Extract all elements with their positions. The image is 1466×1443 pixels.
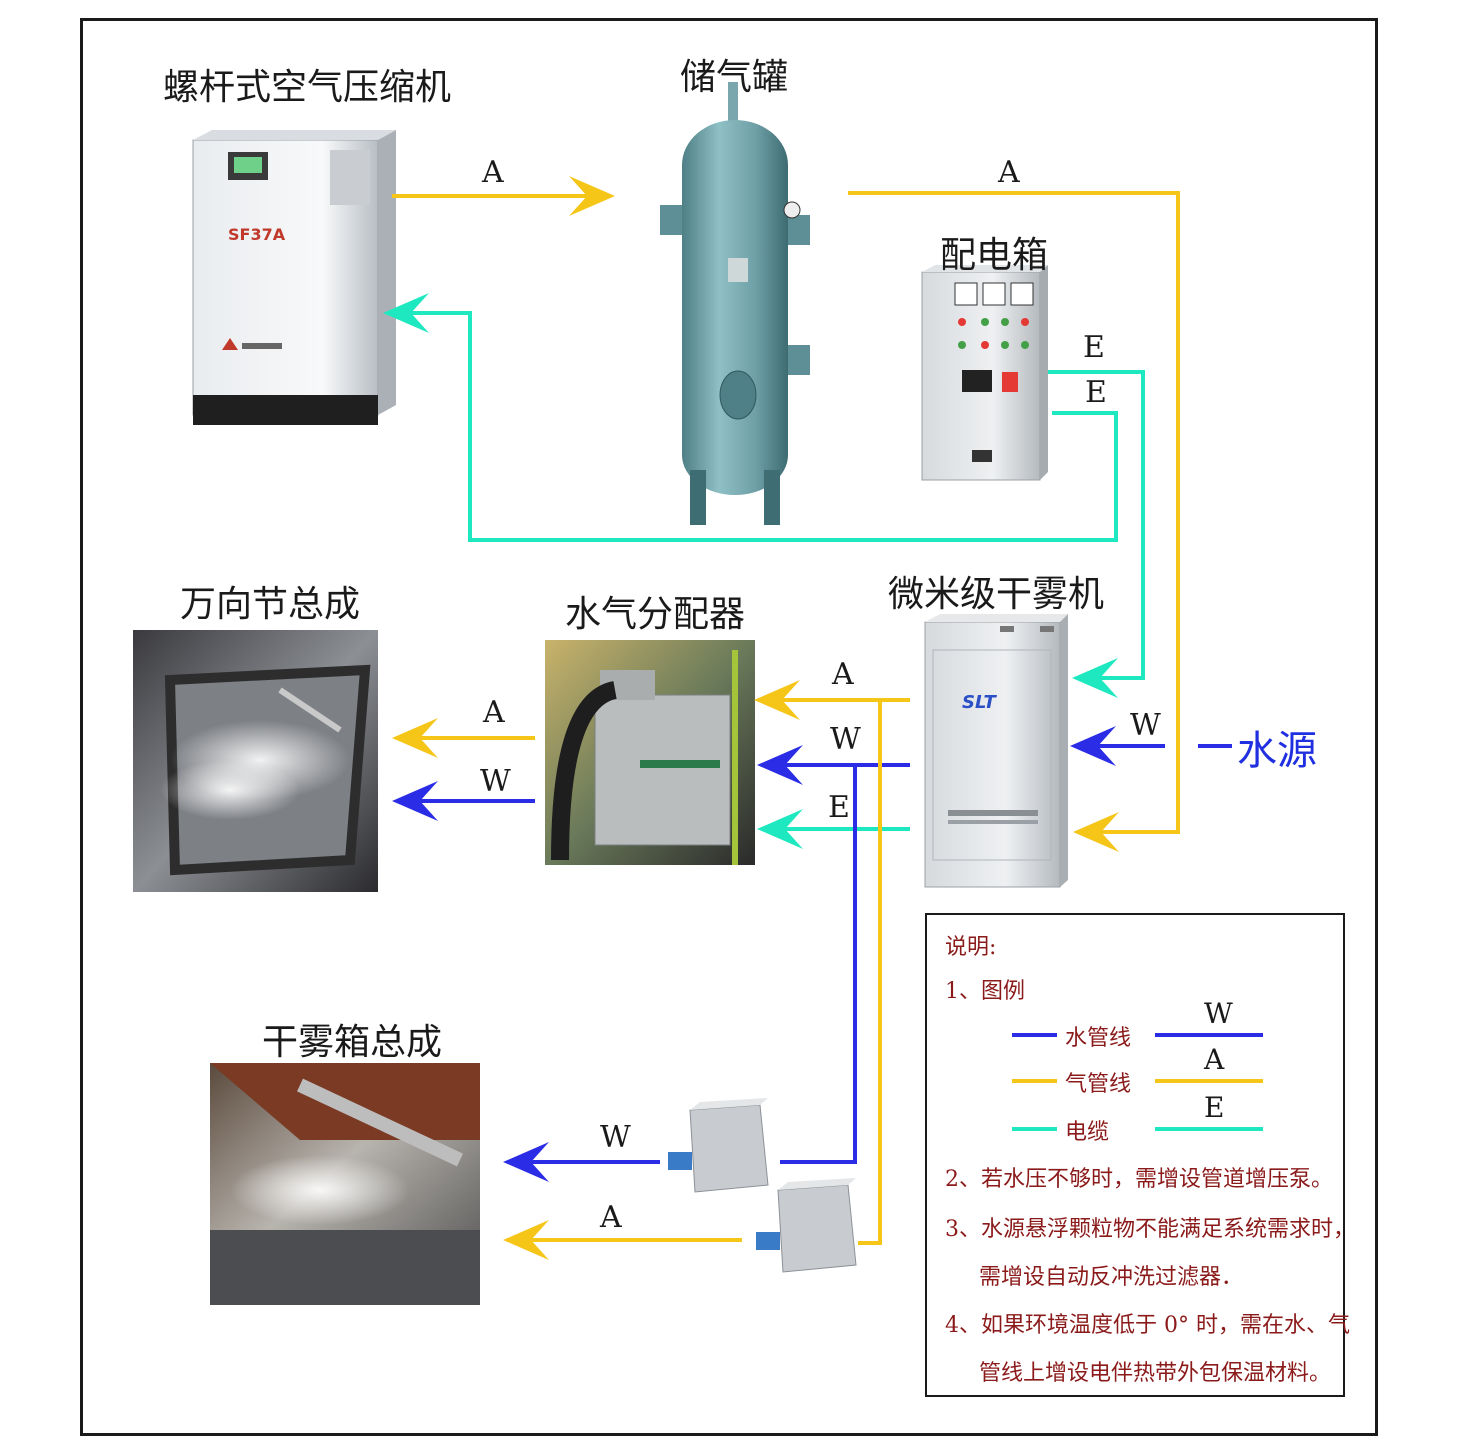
legend-air-swatch-left — [1012, 1079, 1057, 1083]
legend-air-text: 气管线 — [1065, 1072, 1132, 1097]
label-cable-upper: E — [1083, 330, 1105, 365]
fog-box-title: 干雾箱总成 — [262, 1022, 443, 1063]
legend-box: 说明: 1、图例 水管线 W 气管线 A 电缆 E 2、若水压不够时，需增设管道… — [925, 913, 1355, 1397]
distributor-photo — [545, 640, 755, 865]
legend-water-text: 水管线 — [1065, 1026, 1132, 1051]
power-box-title: 配电箱 — [940, 235, 1049, 276]
arrow-air-into-joint — [392, 718, 438, 758]
label-water-source: W — [1130, 708, 1161, 743]
fog-machine-illustration: SLT — [924, 614, 1068, 888]
arrow-air-into-fogbox — [503, 1220, 549, 1260]
pipe-air-branch-down — [858, 700, 882, 1245]
legend-note4a: 4、如果环境温度低于 0° 时，需在水、气 — [945, 1313, 1350, 1338]
legend-item1: 1、图例 — [945, 979, 1025, 1004]
arrow-cable-into-distributor — [757, 809, 803, 849]
label-water-joint: W — [480, 764, 511, 799]
label-cable-lower: E — [1085, 375, 1107, 410]
legend-note2: 2、若水压不够时，需增设管道增压泵。 — [945, 1167, 1333, 1192]
fog-machine-title: 微米级干雾机 — [888, 574, 1105, 615]
legend-water-letter: W — [1204, 997, 1233, 1030]
arrow-air-into-distributor — [754, 680, 800, 720]
tank-title: 储气罐 — [680, 57, 789, 98]
joint-title: 万向节总成 — [180, 584, 361, 625]
joint-photo — [133, 630, 378, 892]
label-air-distributor: A — [832, 657, 854, 692]
legend-note4b: 管线上增设电伴热带外包保温材料。 — [979, 1361, 1332, 1386]
outer-frame — [80, 18, 1378, 1436]
legend-cable-letter: E — [1204, 1091, 1225, 1124]
fog-box-photo — [210, 1063, 480, 1305]
svg-text:SF37A: SF37A — [228, 225, 286, 244]
pipe-cable-power-to-fog-machine — [1048, 370, 1145, 680]
arrow-water-into-fogbox — [503, 1142, 549, 1182]
label-air-compressor-tank: A — [482, 155, 504, 190]
arrow-air-into-fog-machine — [1073, 812, 1119, 852]
legend-note3b: 需增设自动反冲洗过滤器． — [979, 1265, 1244, 1290]
nozzle-unit-upper — [668, 1098, 769, 1193]
legend-note3a: 3、水源悬浮颗粒物不能满足系统需求时， — [945, 1217, 1355, 1242]
tank-illustration — [660, 82, 810, 525]
legend-air-letter: A — [1204, 1043, 1225, 1076]
arrow-water-into-joint — [392, 781, 438, 821]
pipe-network — [383, 176, 1232, 1260]
legend-cable-swatch-right — [1155, 1127, 1263, 1131]
arrow-water-into-distributor — [757, 745, 803, 785]
label-air-fogbox: A — [600, 1200, 622, 1235]
arrow-water-into-fog-machine — [1070, 726, 1116, 766]
label-cable-distributor: E — [828, 790, 850, 825]
pipe-cable-power-to-compressor — [410, 311, 1118, 542]
label-water-distributor: W — [830, 722, 861, 757]
compressor-illustration: SF37A — [192, 130, 396, 425]
compressor-title: 螺杆式空气压缩机 — [163, 67, 452, 108]
arrow-cable-into-fog-machine — [1072, 658, 1118, 698]
pipe-water-branch-down — [780, 765, 857, 1164]
distributor-title: 水气分配器 — [565, 594, 746, 635]
pipe-air-tank-to-fog-machine — [848, 191, 1180, 834]
svg-text:SLT: SLT — [962, 692, 997, 713]
arrow-air-compressor-to-tank — [569, 176, 615, 216]
label-water-fogbox: W — [600, 1120, 631, 1155]
legend-air-swatch-right — [1155, 1079, 1263, 1083]
arrow-cable-into-compressor — [383, 293, 429, 333]
legend-heading: 说明: — [945, 935, 997, 960]
legend-water-swatch-left — [1012, 1033, 1057, 1037]
legend-water-swatch-right — [1155, 1033, 1263, 1037]
legend-cable-swatch-left — [1012, 1127, 1057, 1131]
label-air-joint: A — [483, 695, 505, 730]
power-box-illustration — [921, 265, 1048, 481]
water-source-label: 水源 — [1237, 728, 1317, 774]
label-air-tank-out: A — [998, 155, 1020, 190]
legend-cable-text: 电缆 — [1065, 1120, 1110, 1145]
nozzle-unit-lower — [756, 1178, 857, 1273]
